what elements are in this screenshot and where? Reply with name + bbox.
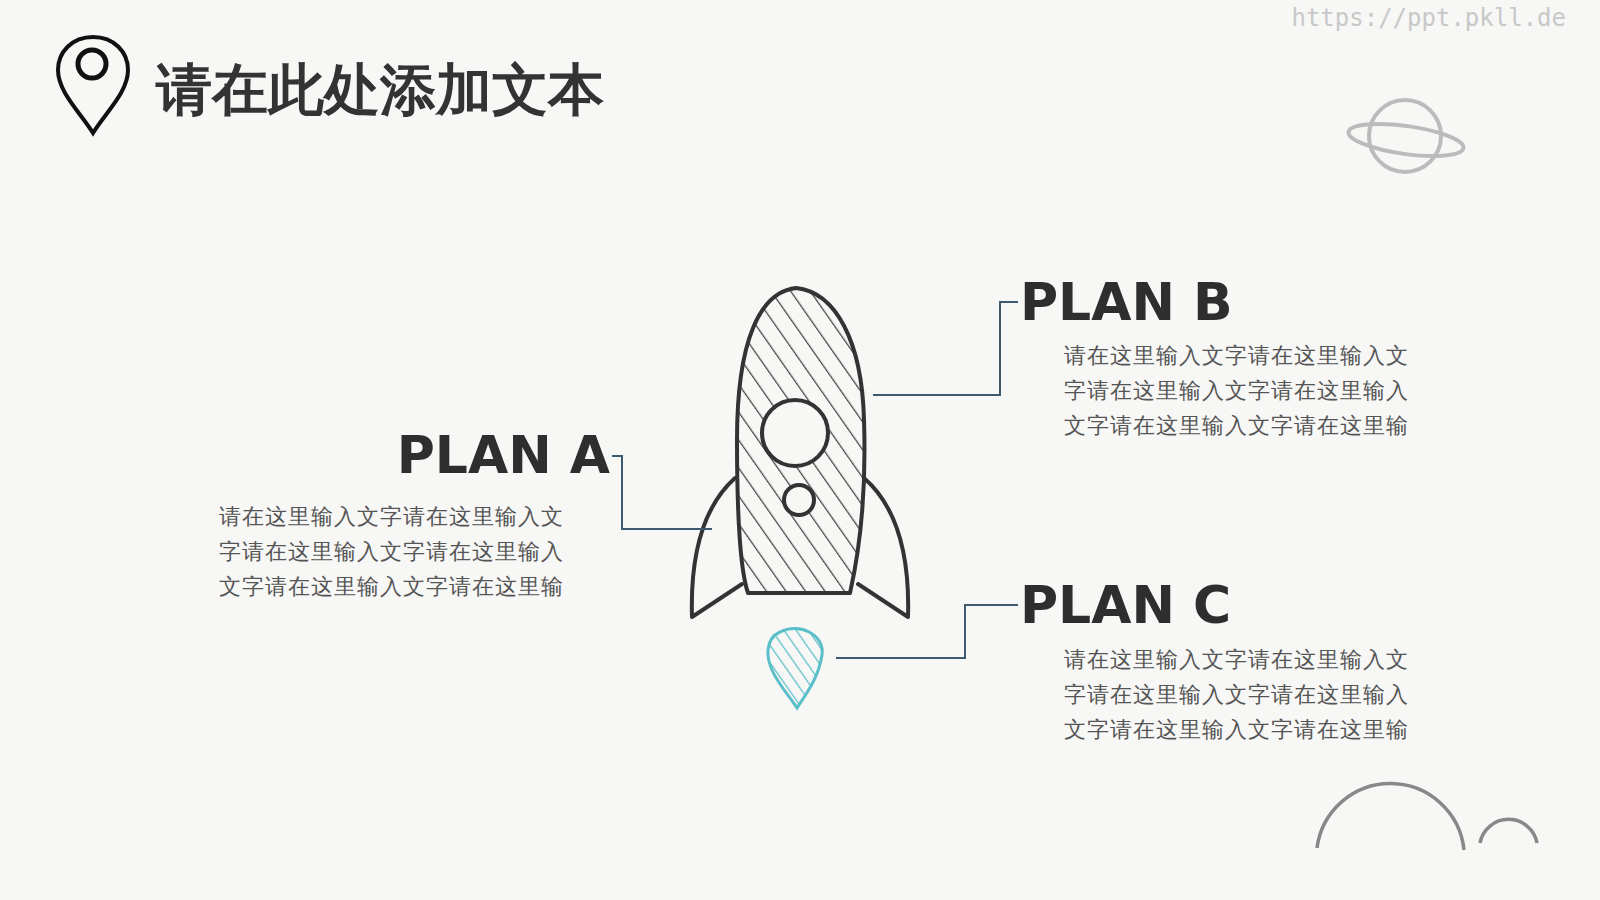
plan-block: PLAN A 请在这里输入文字请在这里输入文 字请在这里输入文字请在这里输入 文字… bbox=[215, 427, 610, 604]
planet-doodle bbox=[1347, 100, 1466, 172]
plan-description: 请在这里输入文字请在这里输入文 字请在这里输入文字请在这里输入 文字请在这里输入… bbox=[1064, 642, 1416, 747]
plan-block: PLAN C 请在这里输入文字请在这里输入文 字请在这里输入文字请在这里输入 文字… bbox=[1020, 577, 1420, 747]
hill-doodle bbox=[1317, 784, 1537, 850]
plan-block: PLAN B 请在这里输入文字请在这里输入文 字请在这里输入文字请在这里输入 文字… bbox=[1020, 274, 1420, 443]
plan-heading: PLAN A bbox=[215, 427, 610, 483]
rocket-drawing bbox=[692, 288, 908, 617]
leader-line bbox=[612, 302, 1018, 658]
pin-icon bbox=[58, 37, 128, 133]
plan-description: 请在这里输入文字请在这里输入文 字请在这里输入文字请在这里输入 文字请在这里输入… bbox=[219, 499, 571, 604]
plan-heading: PLAN B bbox=[1020, 274, 1420, 330]
plan-heading: PLAN C bbox=[1020, 577, 1420, 633]
slide-title: 请在此处添加文本 bbox=[156, 55, 604, 125]
watermark: https://ppt.pkll.de bbox=[1291, 4, 1566, 32]
plan-description: 请在这里输入文字请在这里输入文 字请在这里输入文字请在这里输入 文字请在这里输入… bbox=[1064, 338, 1416, 443]
flame-drawing bbox=[768, 629, 822, 708]
